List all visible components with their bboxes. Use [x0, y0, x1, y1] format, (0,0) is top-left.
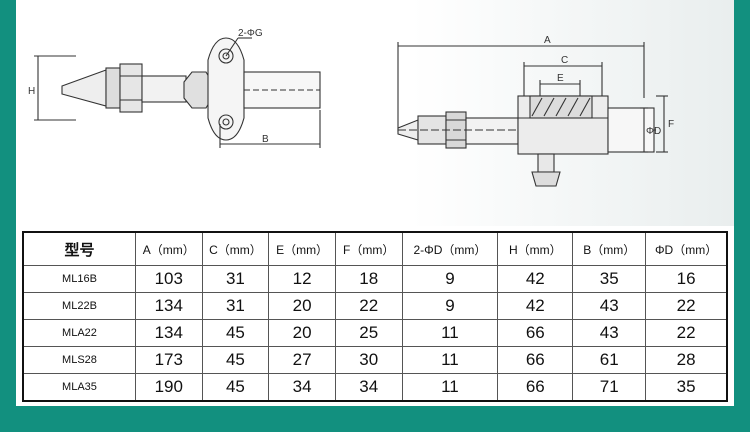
cell-c: 45 [201, 318, 270, 347]
cell-e: 27 [268, 345, 336, 374]
drawing-panel: 2-ΦG H B A C E F ΦD [16, 0, 734, 226]
technical-drawing: 2-ΦG H B A C E F ΦD [28, 28, 674, 187]
cell-2d: 9 [401, 291, 499, 320]
cell-f: 18 [334, 265, 403, 293]
cell-h: 66 [497, 372, 574, 402]
bottom-band [0, 406, 750, 432]
label-base: B [262, 134, 269, 145]
header-cell-2d: 2-ΦD（mm） [401, 231, 499, 266]
cell-d: 16 [645, 265, 728, 293]
header-row: 型号 A（mm） C（mm） E（mm） F（mm） 2-ΦD（mm） H（mm… [22, 231, 728, 266]
header-cell-model: 型号 [22, 231, 136, 266]
cell-d: 22 [645, 291, 728, 320]
cell-c: 31 [201, 291, 270, 320]
table-row: ML16B 103 31 12 18 9 42 35 16 [22, 265, 728, 293]
table-row: MLS28 173 45 27 30 11 66 61 28 [22, 345, 728, 374]
cell-d: 28 [645, 345, 728, 374]
cell-a: 134 [134, 291, 203, 320]
cell-e: 20 [268, 318, 336, 347]
cell-f: 30 [334, 345, 403, 374]
cell-b: 43 [572, 291, 647, 320]
header-cell-c: C（mm） [201, 231, 270, 266]
cell-2d: 11 [401, 345, 499, 374]
cell-c: 31 [201, 265, 270, 293]
cell-model: ML22B [22, 291, 136, 320]
cell-model: ML16B [22, 265, 136, 293]
left-view-drawing [34, 37, 321, 148]
cell-b: 35 [572, 265, 647, 293]
cell-h: 66 [497, 345, 574, 374]
label-overall: A [544, 35, 551, 46]
cell-f: 22 [334, 291, 403, 320]
cell-a: 134 [134, 318, 203, 347]
spec-table: 型号 A（mm） C（mm） E（mm） F（mm） 2-ΦD（mm） H（mm… [22, 231, 728, 402]
label-f: F [668, 119, 674, 130]
cell-d: 22 [645, 318, 728, 347]
cell-h: 42 [497, 265, 574, 293]
header-cell-h: H（mm） [497, 231, 574, 266]
cell-b: 71 [572, 372, 647, 402]
cell-model: MLA22 [22, 318, 136, 347]
label-height: H [28, 86, 35, 97]
cell-h: 66 [497, 318, 574, 347]
table-row: MLA35 190 45 34 34 11 66 71 35 [22, 372, 728, 402]
cell-e: 34 [268, 372, 336, 402]
spec-table-panel: 型号 A（mm） C（mm） E（mm） F（mm） 2-ΦD（mm） H（mm… [16, 226, 734, 406]
table-row: MLA22 134 45 20 25 11 66 43 22 [22, 318, 728, 347]
cell-e: 12 [268, 265, 336, 293]
right-view-drawing [397, 42, 668, 187]
cell-b: 43 [572, 318, 647, 347]
cell-model: MLA35 [22, 372, 136, 402]
label-hole: 2-ΦG [238, 28, 263, 39]
cell-h: 42 [497, 291, 574, 320]
cell-a: 103 [134, 265, 203, 293]
header-cell-b: B（mm） [572, 231, 647, 266]
table-row: ML22B 134 31 20 22 9 42 43 22 [22, 291, 728, 320]
cell-2d: 11 [401, 372, 499, 402]
header-cell-a: A（mm） [134, 231, 203, 266]
cell-b: 61 [572, 345, 647, 374]
cell-f: 34 [334, 372, 403, 402]
cell-a: 173 [134, 345, 203, 374]
header-cell-f: F（mm） [334, 231, 403, 266]
cell-f: 25 [334, 318, 403, 347]
cell-c: 45 [201, 345, 270, 374]
label-e: E [557, 73, 564, 84]
label-c: C [561, 55, 568, 66]
header-cell-d: ΦD（mm） [645, 231, 728, 266]
header-cell-e: E（mm） [268, 231, 336, 266]
cell-2d: 11 [401, 318, 499, 347]
cell-a: 190 [134, 372, 203, 402]
cell-model: MLS28 [22, 345, 136, 374]
cell-c: 45 [201, 372, 270, 402]
label-diameter: ΦD [646, 126, 661, 137]
cell-e: 20 [268, 291, 336, 320]
cell-2d: 9 [401, 265, 499, 293]
cell-d: 35 [645, 372, 728, 402]
